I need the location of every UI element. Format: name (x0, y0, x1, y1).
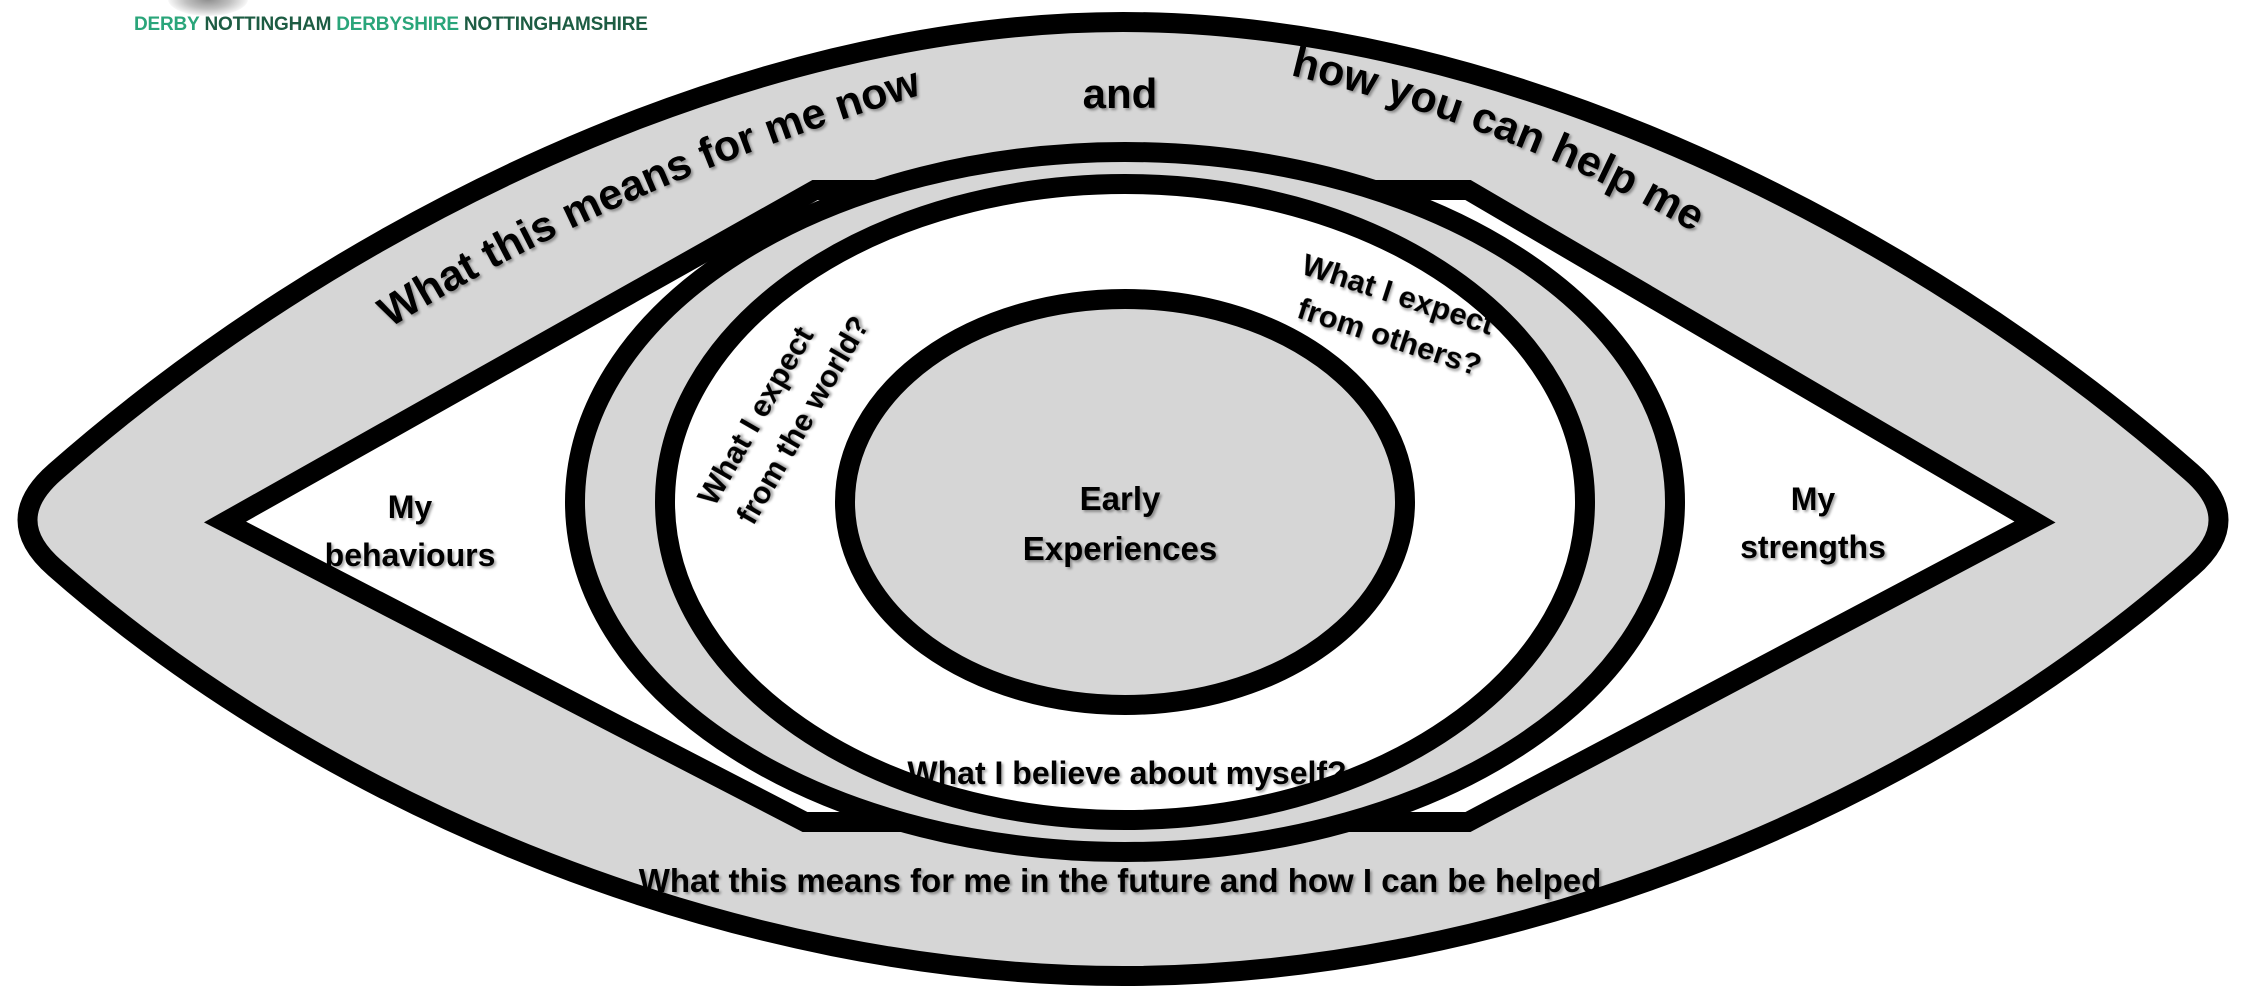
header-word-nottingham: NOTTINGHAM (204, 14, 332, 35)
label-early: Early (1080, 480, 1161, 517)
pupil-core (835, 289, 1415, 715)
label-my-behaviours-line1: My (388, 489, 433, 525)
header-word-derby: DERBY (134, 14, 200, 35)
header-word-nottinghamshire: NOTTINGHAMSHIRE (463, 14, 648, 35)
label-and: and (1083, 70, 1158, 117)
label-my-strengths-line1: My (1791, 481, 1836, 517)
logo-shadow (168, 0, 248, 16)
label-believe-myself: What I believe about myself? (907, 755, 1346, 791)
label-my-strengths-line2: strengths (1740, 529, 1886, 565)
label-future-help: What this means for me in the future and… (639, 862, 1602, 899)
header-word-derbyshire: DERBYSHIRE (336, 14, 459, 35)
label-my-behaviours-line2: behaviours (325, 537, 496, 573)
label-experiences: Experiences (1023, 530, 1217, 567)
